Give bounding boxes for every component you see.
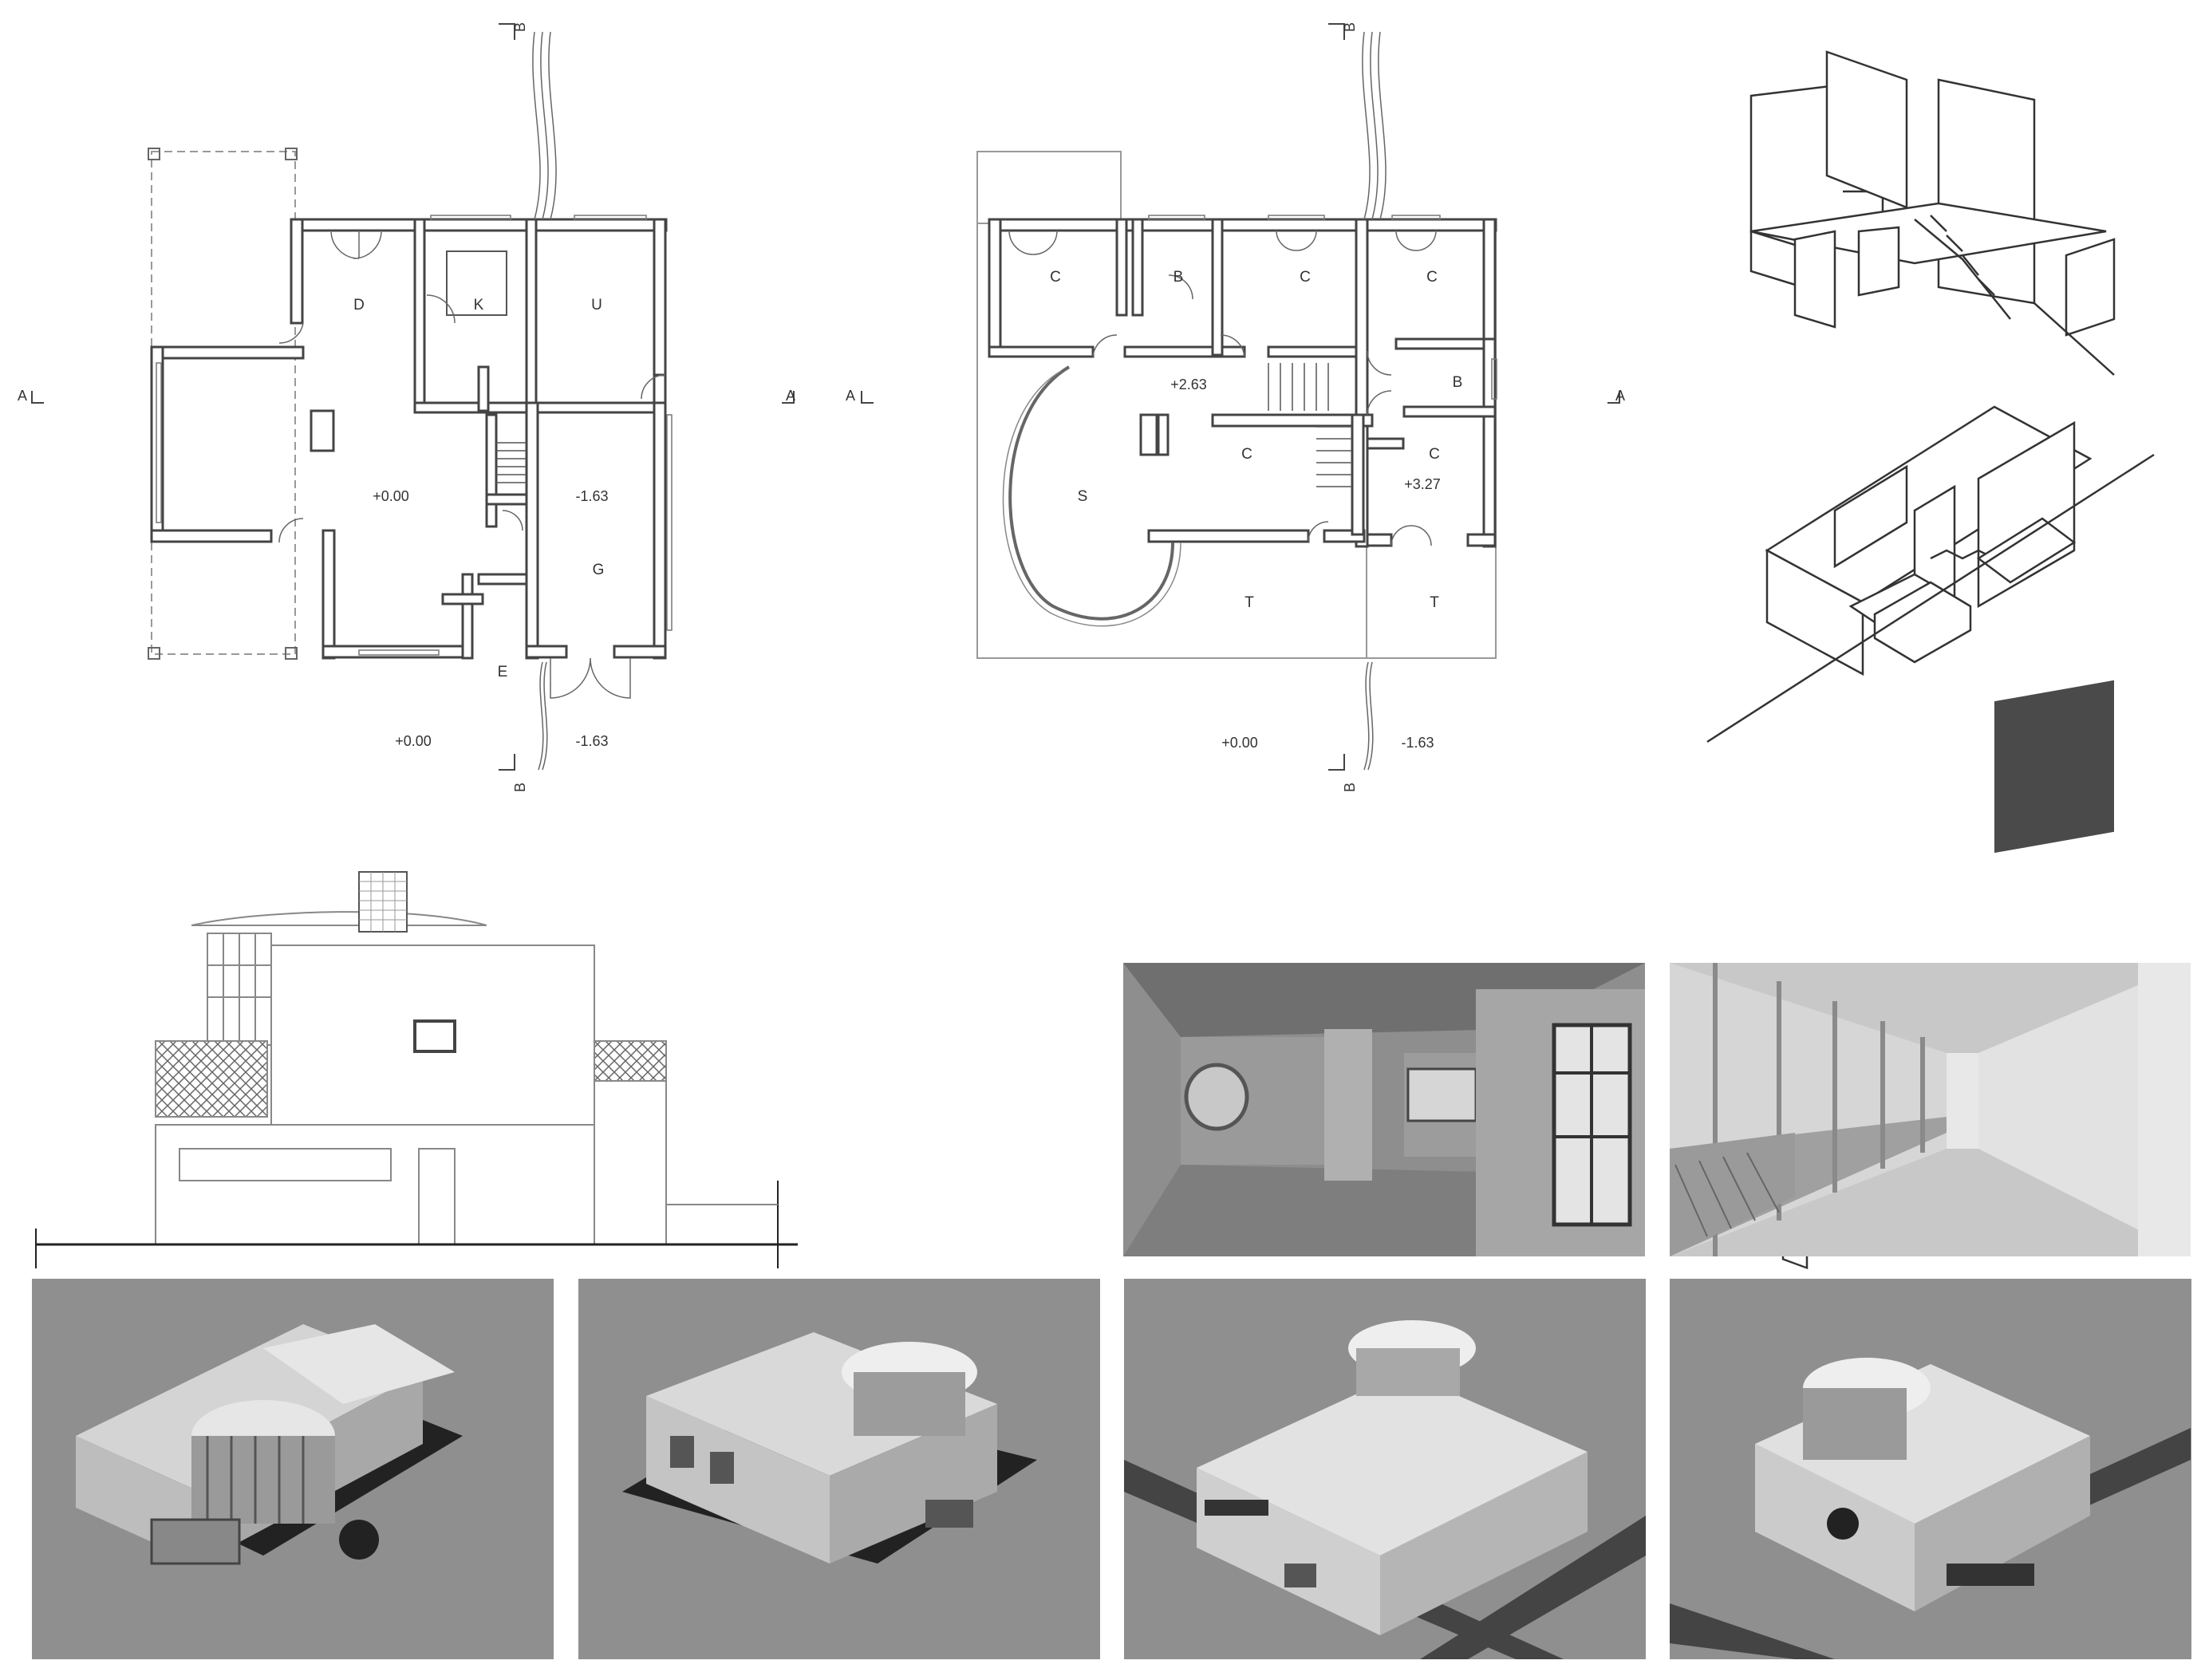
room-label-b1: B xyxy=(1174,269,1184,286)
section-label-b-top-1: B xyxy=(512,22,528,32)
level-label-ground-outside-left: +0.00 xyxy=(395,733,432,749)
axonometric-sketch-bottom xyxy=(1706,405,2155,1270)
section-label-a-left-1: A xyxy=(18,388,27,404)
level-label-upper-outside-left: +0.00 xyxy=(1221,735,1258,751)
room-label-s: S xyxy=(1078,488,1088,505)
room-label-t1: T xyxy=(1245,594,1254,611)
level-label-upper-outside-right: -1.63 xyxy=(1401,735,1434,751)
room-label-e: E xyxy=(498,664,508,680)
exterior-render-4 xyxy=(1670,1279,2191,1659)
section-label-b-bottom-2: B xyxy=(1342,783,1358,792)
room-label-c4: C xyxy=(1241,446,1252,463)
section-markers xyxy=(31,23,1620,771)
room-label-k: K xyxy=(474,297,484,314)
exterior-render-2 xyxy=(578,1279,1100,1659)
level-label-ground-main: +0.00 xyxy=(373,488,409,504)
axonometric-sketch-top xyxy=(1749,50,2116,376)
section-label-a-left-2: A xyxy=(846,388,855,404)
room-label-c2: C xyxy=(1300,269,1311,286)
level-label-upper: +3.27 xyxy=(1404,476,1441,492)
level-label-ground-garage: -1.63 xyxy=(575,488,608,504)
room-label-c5: C xyxy=(1429,446,1440,463)
section-label-b-bottom-1: B xyxy=(512,783,528,792)
exterior-render-3 xyxy=(1124,1279,1646,1659)
section-label-a-right-1: A xyxy=(786,388,795,404)
section-label-b-top-2: B xyxy=(1342,22,1358,32)
ground-floor-plan xyxy=(148,31,673,771)
room-label-t2: T xyxy=(1430,594,1439,611)
interior-render-1 xyxy=(1123,963,1645,1256)
room-label-c3: C xyxy=(1426,269,1438,286)
room-label-g: G xyxy=(593,562,605,578)
section-label-a-right-2: A xyxy=(1615,388,1625,404)
elevation-drawing xyxy=(35,871,798,1268)
room-label-d: D xyxy=(353,297,365,314)
room-label-b2: B xyxy=(1453,374,1463,391)
interior-render-2 xyxy=(1670,680,2191,1256)
room-label-c1: C xyxy=(1050,269,1061,286)
level-label-ground-outside-right: -1.63 xyxy=(575,733,608,749)
room-label-u: U xyxy=(591,297,602,314)
exterior-render-1 xyxy=(32,1279,554,1659)
level-label-upper-hall: +2.63 xyxy=(1170,377,1207,392)
upper-floor-plan xyxy=(976,31,1497,771)
